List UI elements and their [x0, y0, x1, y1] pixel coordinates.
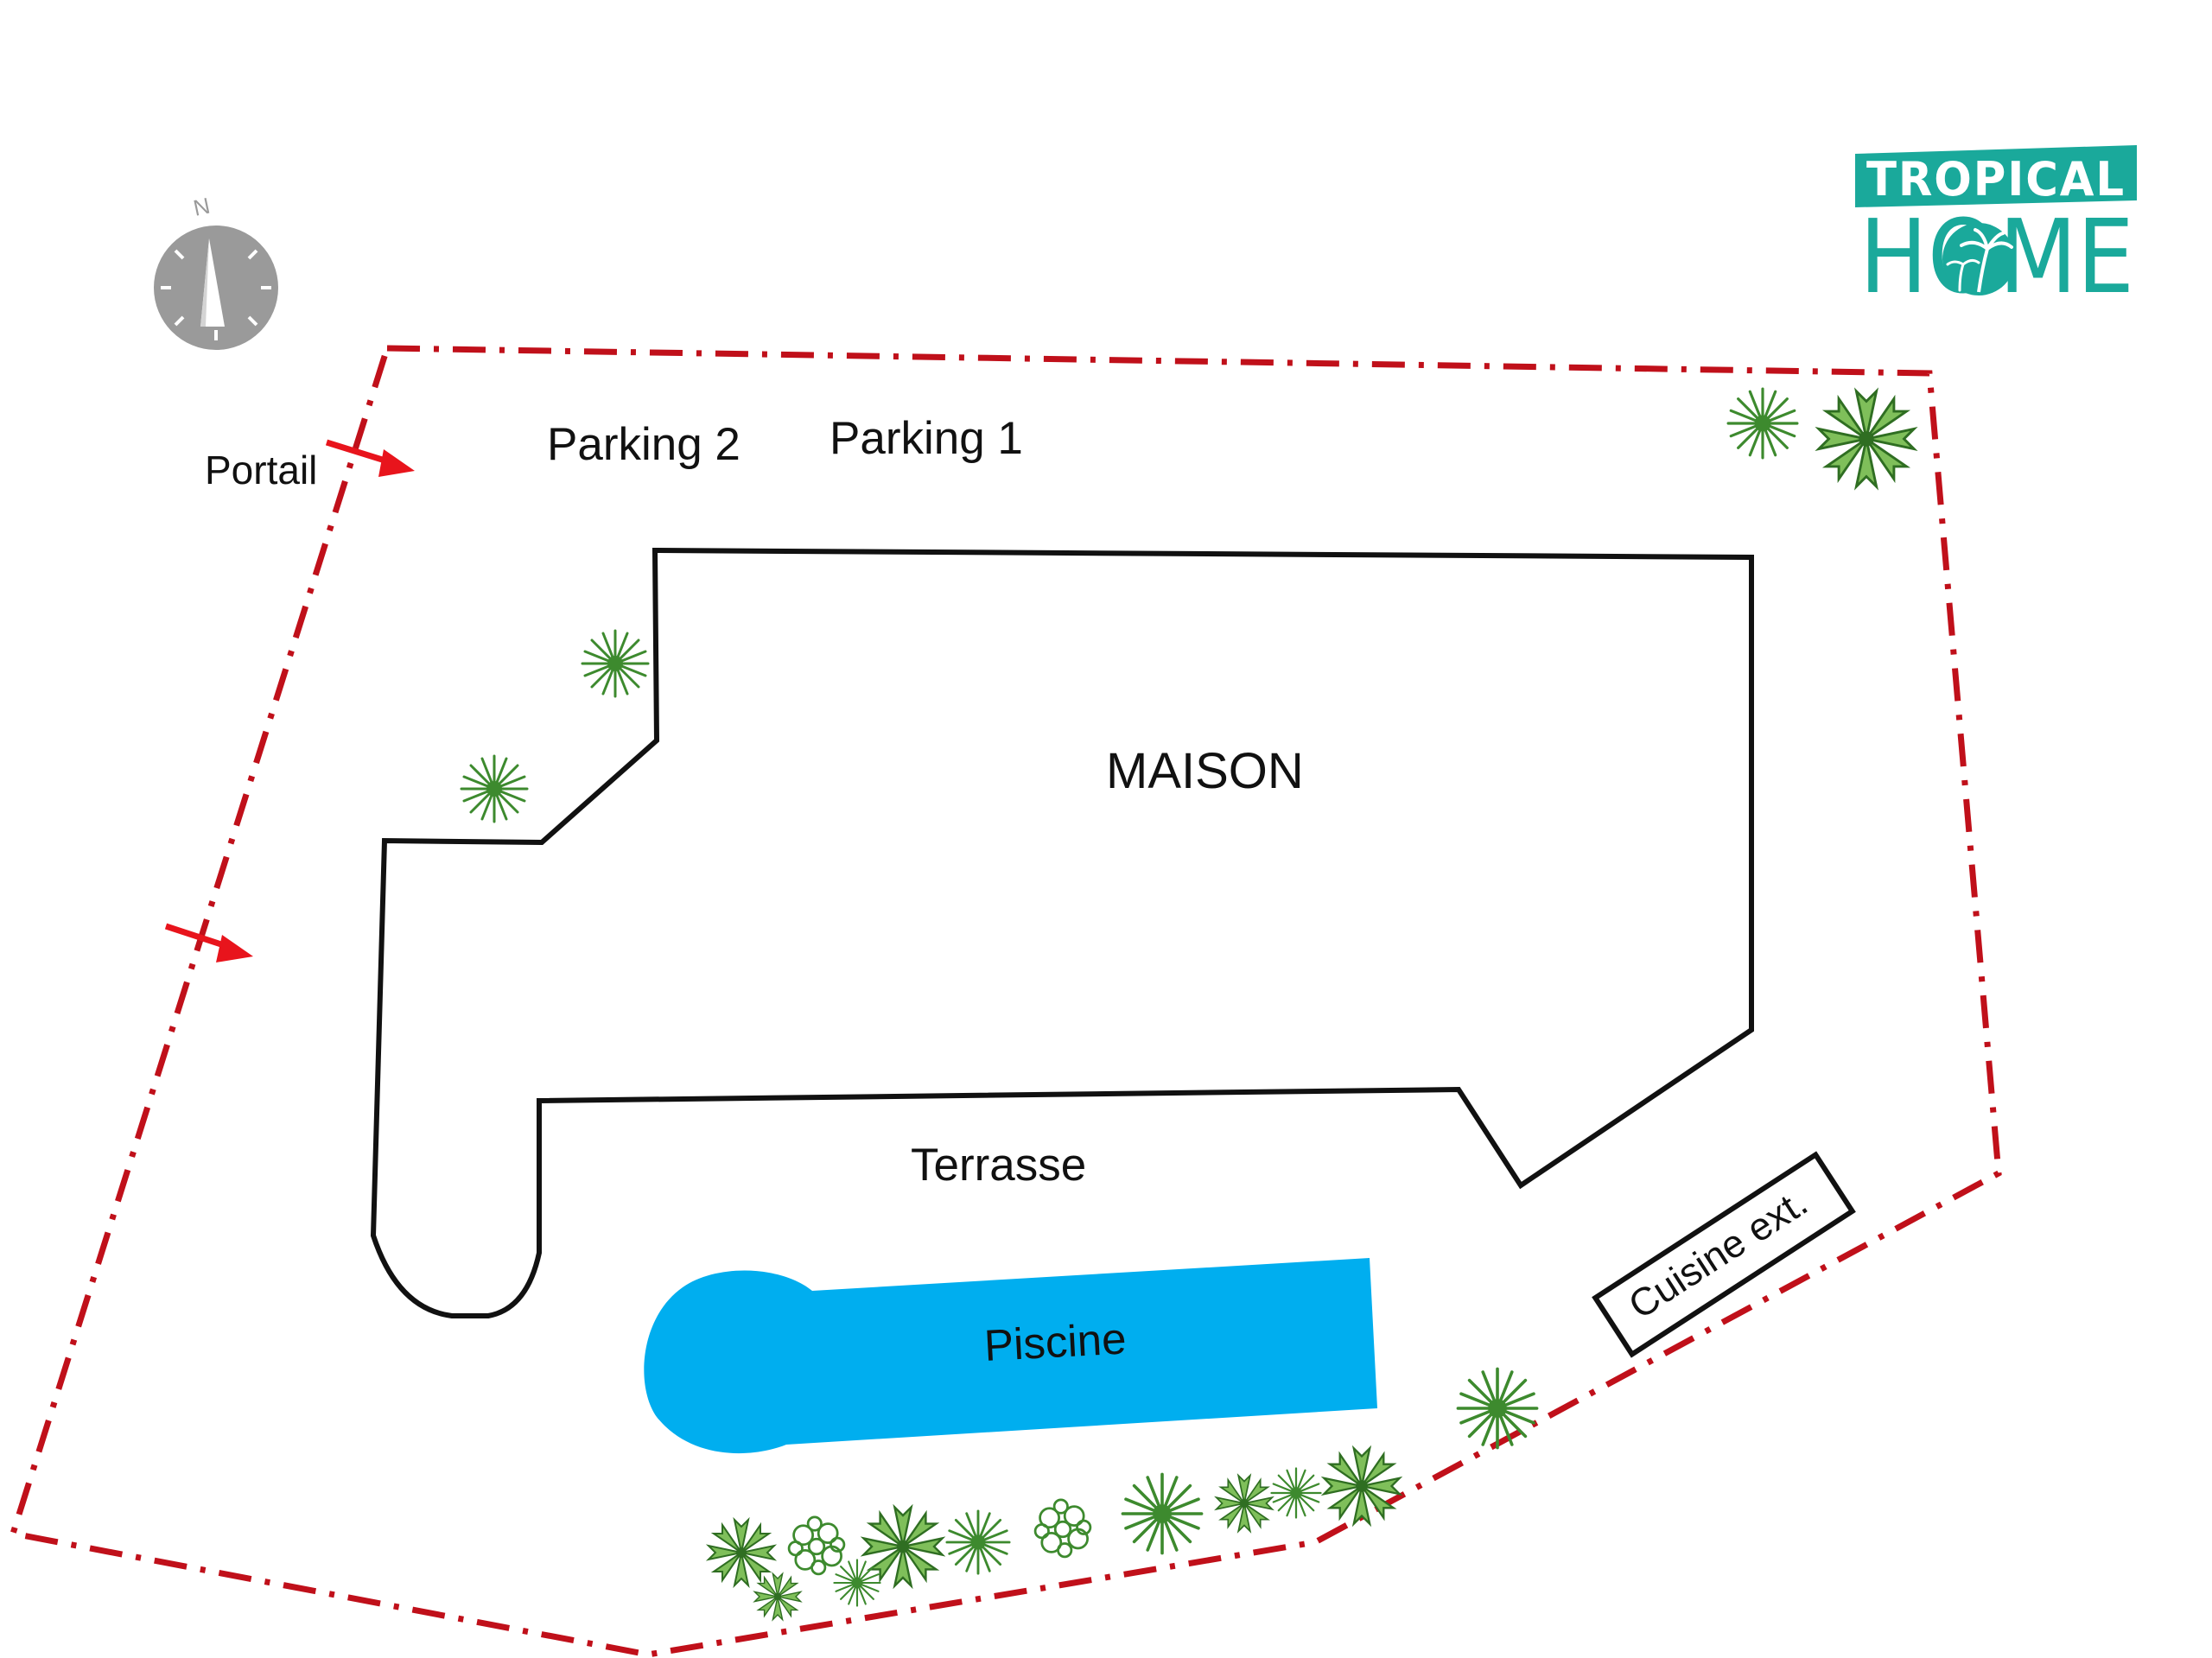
plant-icon — [460, 754, 529, 823]
plant-icon — [1817, 390, 1916, 488]
piscine-label: Piscine — [983, 1313, 1128, 1370]
plant-icon — [1215, 1474, 1274, 1533]
property-boundary — [9, 345, 2002, 1658]
plant-icon — [833, 1559, 881, 1607]
plant-icon — [1270, 1467, 1322, 1519]
portail-arrow — [325, 439, 415, 477]
compass-north-label: N — [191, 193, 213, 221]
outdoor-kitchen — [1592, 1151, 1856, 1358]
plant-icon — [1456, 1367, 1539, 1450]
plant-icon — [945, 1509, 1011, 1575]
plant-icon — [787, 1515, 846, 1576]
plant-icon — [581, 629, 650, 698]
tropical-home-logo: TROPICAL HOME — [1855, 145, 2137, 316]
plant-icon — [708, 1519, 775, 1586]
parking1-label: Parking 1 — [830, 413, 1023, 464]
compass-icon: N — [154, 193, 278, 350]
house-outline — [370, 547, 1754, 1318]
plant-icon — [862, 1506, 944, 1587]
maison-label: MAISON — [1106, 743, 1304, 799]
plant-icon — [1121, 1472, 1204, 1555]
portail-label: Portail — [205, 448, 317, 492]
plant-icon — [1033, 1498, 1092, 1559]
plant-icon — [753, 1572, 802, 1621]
plant-icon — [1726, 387, 1799, 460]
palm-tree-icon — [1942, 223, 2015, 295]
logo-line1: TROPICAL — [1866, 152, 2126, 206]
side-entrance-arrow — [164, 923, 253, 962]
parking2-label: Parking 2 — [547, 419, 741, 470]
plant-icon — [1323, 1447, 1401, 1525]
swimming-pool — [644, 1258, 1377, 1454]
terrasse-label: Terrasse — [911, 1140, 1086, 1191]
